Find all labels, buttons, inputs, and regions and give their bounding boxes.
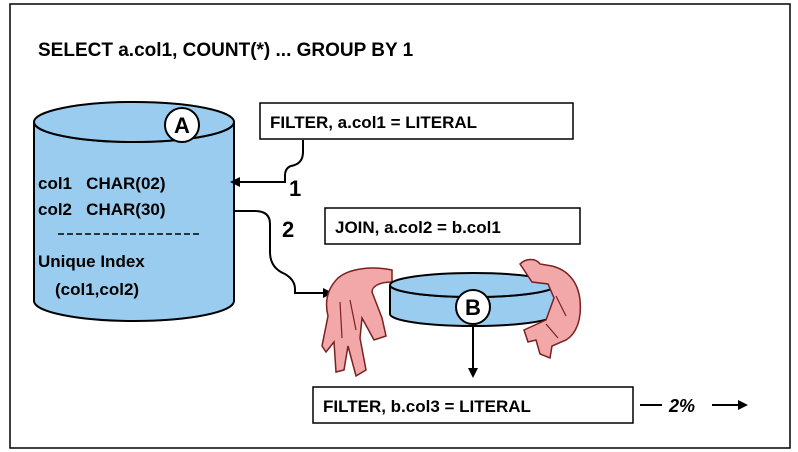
table-a-col1: col1 CHAR(02) [38, 174, 166, 193]
table-a-index-line1: Unique Index [38, 252, 145, 271]
table-b-badge-label: B [465, 295, 481, 320]
filter-b-label: FILTER, b.col3 = LITERAL [323, 397, 531, 416]
table-a-col2: col2 CHAR(30) [38, 200, 166, 219]
filter-a-label: FILTER, a.col1 = LITERAL [270, 113, 477, 132]
step-2-label: 2 [282, 217, 294, 242]
filter-a-box [259, 102, 574, 140]
table-a-badge-label: A [174, 113, 190, 138]
right-hand-icon [519, 258, 582, 360]
join-box [324, 207, 581, 245]
filter-a-connector [230, 140, 304, 187]
join-connector [233, 210, 333, 298]
filter-b-box [312, 386, 634, 424]
left-hand-icon [321, 267, 393, 378]
sql-query-title: SELECT a.col1, COUNT(*) ... GROUP BY 1 [38, 40, 414, 61]
table-a-badge [164, 107, 200, 143]
selectivity-percent: 2% [668, 396, 695, 416]
table-b-badge [455, 289, 491, 325]
join-label: JOIN, a.col2 = b.col1 [335, 218, 501, 237]
table-a-index-line2: (col1,col2) [55, 280, 139, 299]
step-1-label: 1 [289, 176, 301, 201]
